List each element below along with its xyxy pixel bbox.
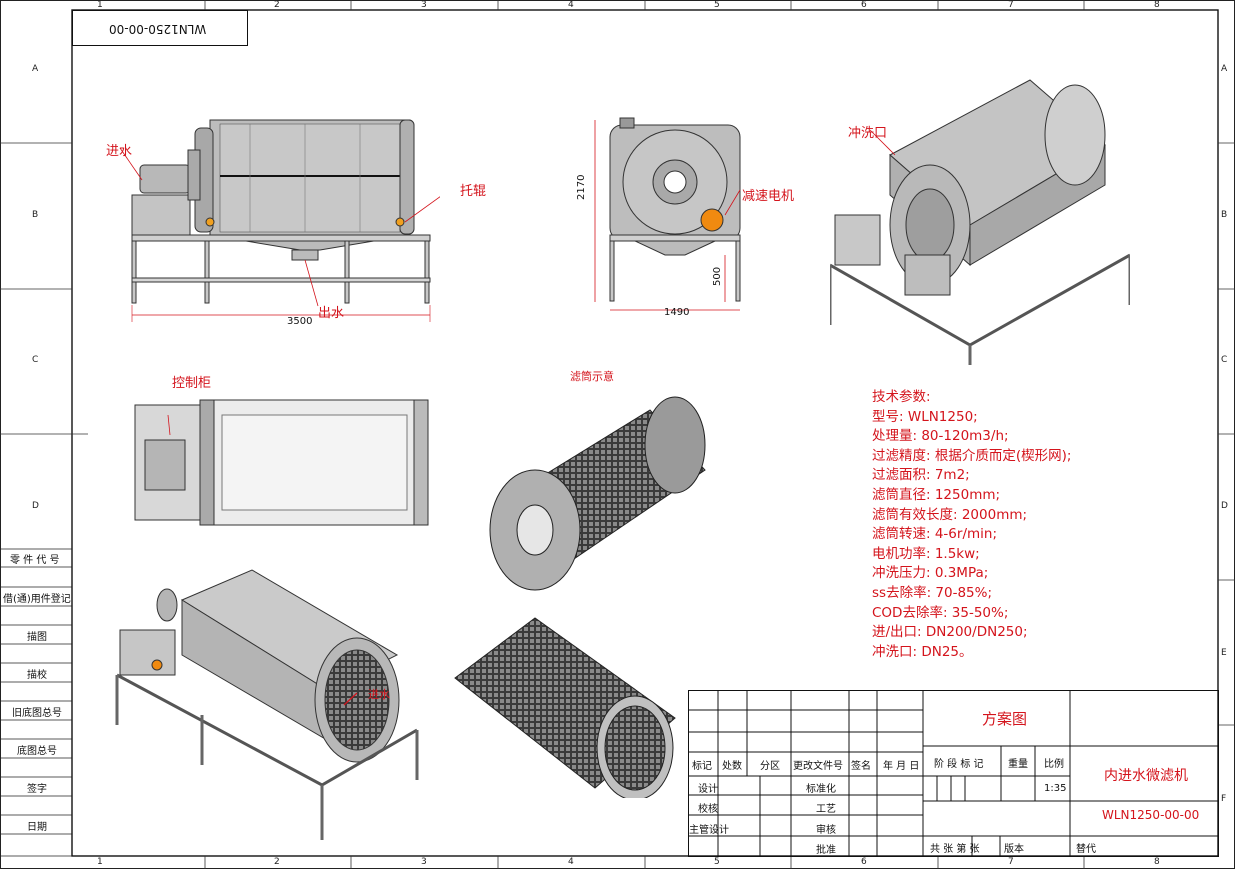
strip-base-no: 底图总号 [17, 746, 57, 757]
label-support-roller: 托辊 [460, 184, 487, 199]
spec-line: 过滤精度: 根据介质而定(楔形网); [872, 447, 1072, 464]
zone-col-5-bottom: 5 [714, 857, 720, 867]
tb-weight: 重量 [1008, 759, 1028, 770]
zone-col-2-bottom: 2 [274, 857, 280, 867]
tb-approve: 批准 [816, 845, 836, 856]
spec-line: 过滤面积: 7m2; [872, 467, 970, 484]
tech-specs: 技术参数: 型号: WLN1250; 处理量: 80-120m3/h; 过滤精度… [872, 388, 1071, 662]
strip-trace-check: 描校 [27, 670, 47, 681]
tb-header-change-doc: 更改文件号 [793, 761, 843, 772]
strip-old-base-no: 旧底图总号 [12, 708, 62, 719]
zone-row-b-right: B [1221, 210, 1228, 220]
drum-sketch-top [489, 396, 706, 591]
zone-row-f-right: F [1221, 794, 1227, 804]
title-block-grid [688, 690, 1219, 857]
tb-sheets: 共 张 第 张 [930, 844, 980, 855]
tb-design: 设计 [698, 784, 718, 795]
zone-row-c-right: C [1221, 355, 1228, 365]
zone-row-a: A [32, 64, 39, 74]
zone-col-1: 1 [97, 0, 103, 10]
zone-col-4: 4 [568, 0, 574, 10]
label-drum-sketch: 滤筒示意 [570, 370, 614, 383]
zone-row-d: D [32, 501, 39, 511]
zone-col-7: 7 [1008, 0, 1014, 10]
tb-drawing-no: WLN1250-00-00 [1102, 808, 1200, 822]
zone-col-7-bottom: 7 [1008, 857, 1014, 867]
spec-line: COD去除率: 35-50%; [872, 604, 1009, 621]
iso-view-right [830, 79, 1130, 365]
strip-signature: 签字 [27, 784, 47, 795]
dim-height: 2170 [576, 174, 587, 200]
tb-header-zone: 分区 [760, 761, 780, 772]
spec-line: ss去除率: 70-85%; [872, 584, 993, 601]
spec-line: 滤筒转速: 4-6r/min; [872, 526, 997, 543]
zone-col-1-bottom: 1 [97, 857, 103, 867]
tb-stage: 阶 段 标 记 [934, 759, 984, 770]
spec-line: 滤筒直径: 1250mm; [872, 486, 1001, 503]
tb-replace: 替代 [1076, 844, 1096, 855]
dim-length: 3500 [287, 316, 313, 327]
zone-col-3: 3 [421, 0, 427, 10]
tb-chief-design: 主管设计 [689, 825, 729, 836]
spec-line: 电机功率: 1.5kw; [872, 545, 980, 562]
zone-row-a-right: A [1221, 64, 1228, 74]
tb-scale-value: 1:35 [1044, 783, 1067, 794]
tb-check: 校核 [698, 804, 718, 815]
tb-scheme: 方案图 [982, 710, 1028, 728]
zone-col-6: 6 [861, 0, 867, 10]
zone-col-3-bottom: 3 [421, 857, 427, 867]
spec-line: 技术参数: [872, 389, 931, 405]
zone-row-c: C [32, 355, 39, 365]
drawing-no-box: WLN1250-00-00 [72, 10, 248, 46]
label-outlet: 出水 [318, 306, 345, 321]
tb-standard: 标准化 [806, 784, 836, 795]
spec-line: 滤筒有效长度: 2000mm; [872, 506, 1028, 523]
spec-line: 处理量: 80-120m3/h; [872, 428, 1009, 445]
tb-product: 内进水微滤机 [1104, 768, 1188, 784]
zone-col-5: 5 [714, 0, 720, 10]
label-inlet-iso: 进水 [368, 688, 390, 701]
zone-row-b: B [32, 210, 39, 220]
tb-header-mark: 标记 [692, 761, 712, 772]
zone-row-d-right: D [1221, 501, 1228, 511]
label-motor: 减速电机 [742, 189, 795, 204]
label-control-cabinet: 控制柜 [172, 376, 212, 391]
spec-line: 冲洗口: DN25。 [872, 643, 973, 660]
tb-review: 审核 [816, 825, 836, 836]
strip-part-code: 零 件 代 号 [10, 555, 60, 566]
strip-borrow-register: 借(通)用件登记 [3, 594, 71, 605]
zone-col-2: 2 [274, 0, 280, 10]
tb-header-count: 处数 [722, 761, 742, 772]
zone-col-8: 8 [1154, 0, 1160, 10]
spec-line: 冲洗压力: 0.3MPa; [872, 565, 989, 582]
strip-trace: 描图 [27, 632, 47, 643]
label-inlet: 进水 [106, 144, 133, 159]
side-view [594, 117, 741, 311]
tb-header-date: 年 月 日 [883, 761, 920, 772]
spec-line: 型号: WLN1250; [872, 408, 978, 425]
zone-col-8-bottom: 8 [1154, 857, 1160, 867]
tb-scale: 比例 [1044, 759, 1064, 770]
strip-date: 日期 [27, 822, 47, 833]
zone-col-6-bottom: 6 [861, 857, 867, 867]
spec-line: 进/出口: DN200/DN250; [872, 624, 1028, 641]
top-view [134, 399, 429, 526]
zone-col-4-bottom: 4 [568, 857, 574, 867]
drawing-no-mirrored: WLN1250-00-00 [109, 22, 207, 36]
drum-sketch-bottom [454, 617, 676, 798]
zone-row-e-right: E [1221, 648, 1227, 658]
label-flush-port: 冲洗口 [848, 126, 888, 141]
dim-base: 500 [712, 266, 723, 286]
tb-version: 版本 [1004, 844, 1024, 855]
iso-view-left [115, 569, 419, 840]
front-view [119, 119, 440, 322]
tb-process: 工艺 [816, 804, 836, 815]
dim-width: 1490 [664, 307, 690, 318]
tb-header-sign: 签名 [851, 761, 871, 772]
